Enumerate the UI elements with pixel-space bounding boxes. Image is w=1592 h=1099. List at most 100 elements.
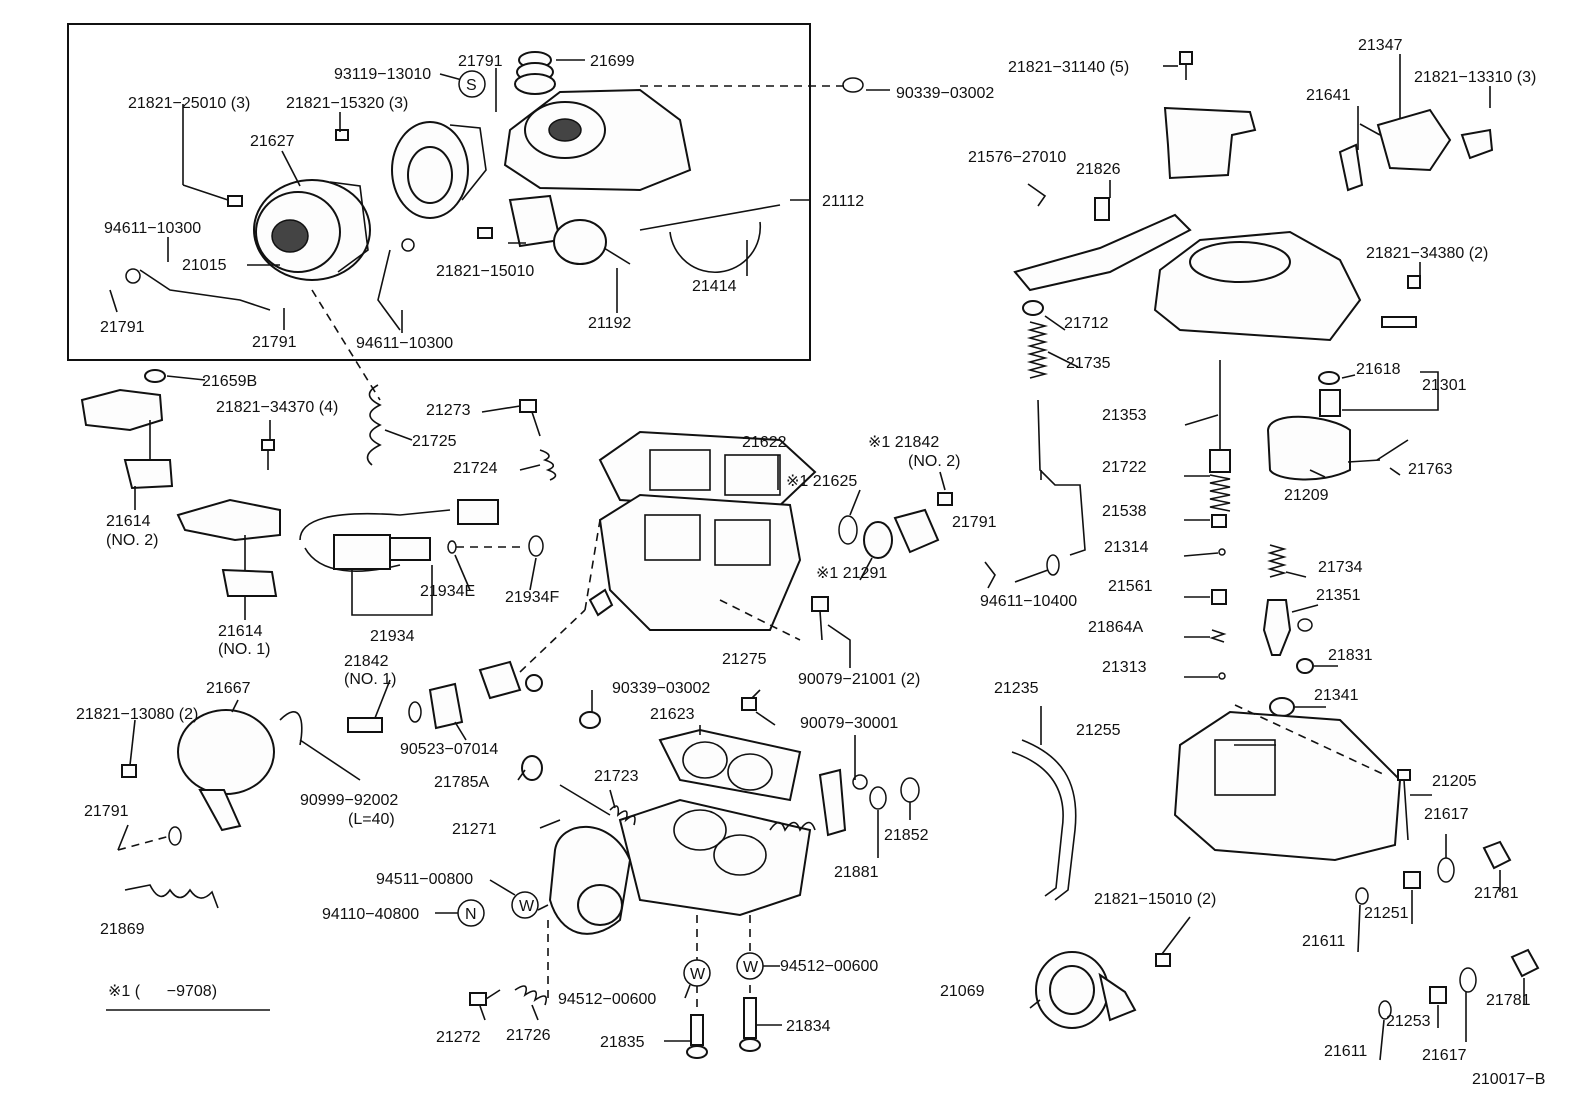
label-21614-no1: 21614 [218,623,263,640]
part-21641 [1338,143,1364,192]
label-90523-07014: 90523−07014 [400,741,498,758]
label-21821-13080: 21821−13080 (2) [76,706,198,723]
label-90339-03002-b: 90339−03002 [612,680,710,697]
label-21834: 21834 [786,1018,831,1035]
label-21934E: 21934E [420,583,475,600]
plug-90339b [579,711,601,729]
valve-21301 [1319,389,1341,417]
label-21314: 21314 [1104,539,1149,556]
float-21209 [1266,415,1381,481]
screw-21275 [741,697,776,726]
label-21275: 21275 [722,651,767,668]
label-21763: 21763 [1408,461,1453,478]
part-21347 [1359,108,1452,172]
label-21791-d: 21791 [952,514,997,531]
label-21864A: 21864A [1088,619,1143,636]
ring-21618 [1318,371,1340,385]
label-21842-no1-sub: (NO. 1) [344,671,396,688]
letter-w2: W [690,966,706,983]
ring-21611a [1355,887,1369,905]
plug-21781b [1510,948,1540,978]
spring-right [769,821,816,832]
label-94611-10400: 94611−10400 [980,593,1077,610]
label-21611-b: 21611 [1324,1043,1367,1060]
screws-bottom [469,985,761,1059]
spring-21735 [1026,321,1049,379]
label-21271: 21271 [452,821,497,838]
screw-21821-34370 [261,439,275,470]
diaphragm-housing-21627 [253,179,371,281]
label-21791-left: 21791 [100,319,145,336]
label-21842-no2: ※1 21842 [868,434,939,451]
fuel-pump-21667 [177,709,303,832]
solenoid-21069 [1035,951,1137,1029]
label-21735: 21735 [1066,355,1111,372]
gasket-21622 [598,430,817,512]
label-21622: 21622 [742,434,787,451]
cap-21291 [863,521,893,559]
letter-w1: W [519,898,535,915]
label-21272: 21272 [436,1029,481,1046]
label-21725: 21725 [412,433,457,450]
screw-90079-21001 [811,596,829,641]
air-horn-body [503,88,692,192]
label-21835: 21835 [600,1034,645,1051]
clip-21791d [984,561,996,589]
label-21726: 21726 [506,1027,551,1044]
label-21618: 21618 [1356,361,1401,378]
diagram-id: 210017−B [1472,1071,1545,1088]
label-21821-15010-b: 21821−15010 (2) [1094,891,1216,908]
label-21699: 21699 [590,53,635,70]
bracket-21614-no1 [176,498,281,597]
washer-21791e [168,826,182,846]
label-21625: ※1 21625 [786,473,857,490]
hose-21235-inner [1011,751,1064,897]
hose-21235 [1021,739,1077,901]
label-94511-00800: 94511−00800 [376,871,473,888]
part-21659B [144,369,166,383]
label-21821-34370: 21821−34370 (4) [216,399,338,416]
label-93119-13010: 93119−13010 [334,66,431,83]
label-21351: 21351 [1316,587,1361,604]
cover-21842-no2 [893,508,940,554]
boot-21699 [514,51,556,95]
pin-21763 [1376,439,1409,461]
label-21614-no2: 21614 [106,513,151,530]
label-21842-no2-sub: (NO. 2) [908,453,960,470]
label-21667: 21667 [206,680,251,697]
label-90999-92002: 90999−92002 [300,792,398,809]
spring-21723 [609,805,636,826]
label-94512-00600-a: 94512−00600 [780,958,878,975]
label-21821-15320: 21821−15320 (3) [286,95,408,112]
label-21781-b: 21781 [1486,992,1531,1009]
label-21781-a: 21781 [1474,885,1519,902]
assembly-group-box [67,23,811,361]
label-21617-b: 21617 [1422,1047,1467,1064]
letter-s: S [466,77,477,94]
ring-21617b [1459,967,1477,993]
label-21291: ※1 21291 [816,565,887,582]
label-94611-10300-a: 94611−10300 [104,220,201,237]
screw-21271 [559,784,611,816]
label-21821-34380: 21821−34380 (2) [1366,245,1488,262]
air-horn-right [1153,230,1362,342]
ring-21934F [528,535,544,557]
carburetor-body [588,493,802,631]
nut-90079-30001 [852,774,868,790]
label-21561: 21561 [1108,578,1153,595]
label-21724: 21724 [453,460,498,477]
label-21934F: 21934F [505,589,559,606]
cap-21785A [521,755,543,781]
label-21617-a: 21617 [1424,806,1469,823]
ring-21351 [1297,618,1313,632]
label-21869: 21869 [100,921,145,938]
label-21253: 21253 [1386,1013,1431,1030]
label-21641: 21641 [1306,87,1351,104]
carburetor-base-right [1173,704,1402,862]
label-21712: 21712 [1064,315,1109,332]
label-21791-top: 21791 [458,53,503,70]
label-21235: 21235 [994,680,1039,697]
screw-21821-34380 [1407,275,1421,289]
label-21821-15010-a: 21821−15010 [436,263,534,280]
